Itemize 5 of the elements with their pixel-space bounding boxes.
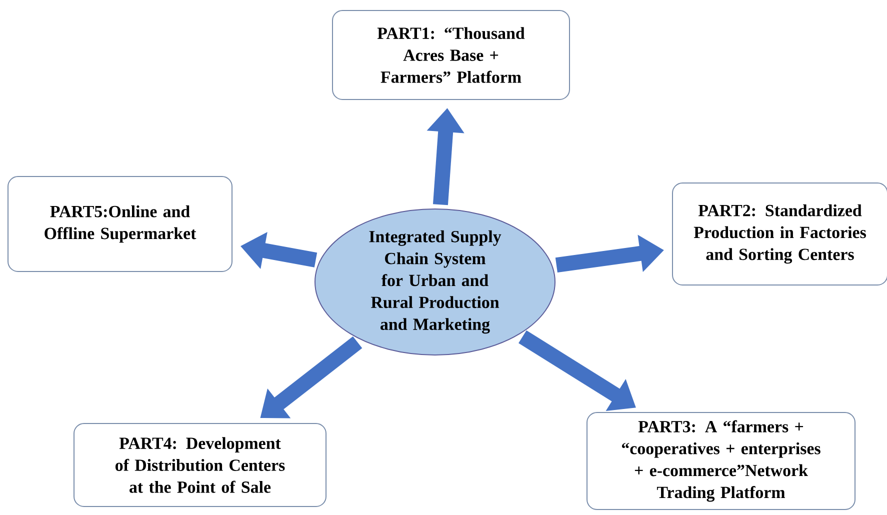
process-box: PART5:Online and Offline Supermarket <box>8 176 232 272</box>
process-box: PART2: Standardized Production in Factories and Sorting Centers <box>672 182 887 286</box>
process-box: PART3: A “farmers + “cooperatives + enterprises + e-commerce”Network Trading Platform <box>586 412 856 510</box>
process-box: PART1: “Thousand Acres Base + Farmers” Platform <box>332 10 570 100</box>
process-box: PART4: Development of Distribution Centers at the Point of Sale <box>74 423 326 507</box>
